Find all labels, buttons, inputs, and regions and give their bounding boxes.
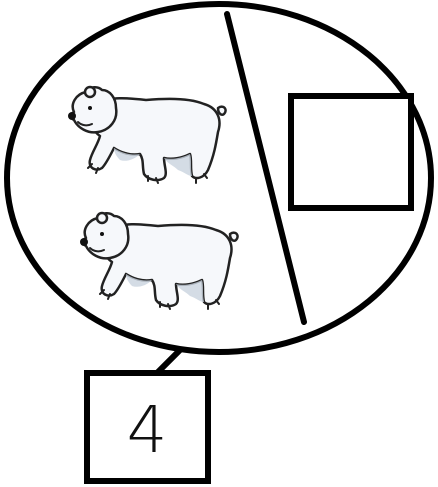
- answer-box[interactable]: [291, 96, 411, 208]
- polar-bear-illustration: [80, 213, 238, 309]
- whole-value: 4: [127, 394, 168, 468]
- polar-bear-illustration: [68, 87, 226, 183]
- connector-line: [158, 350, 180, 372]
